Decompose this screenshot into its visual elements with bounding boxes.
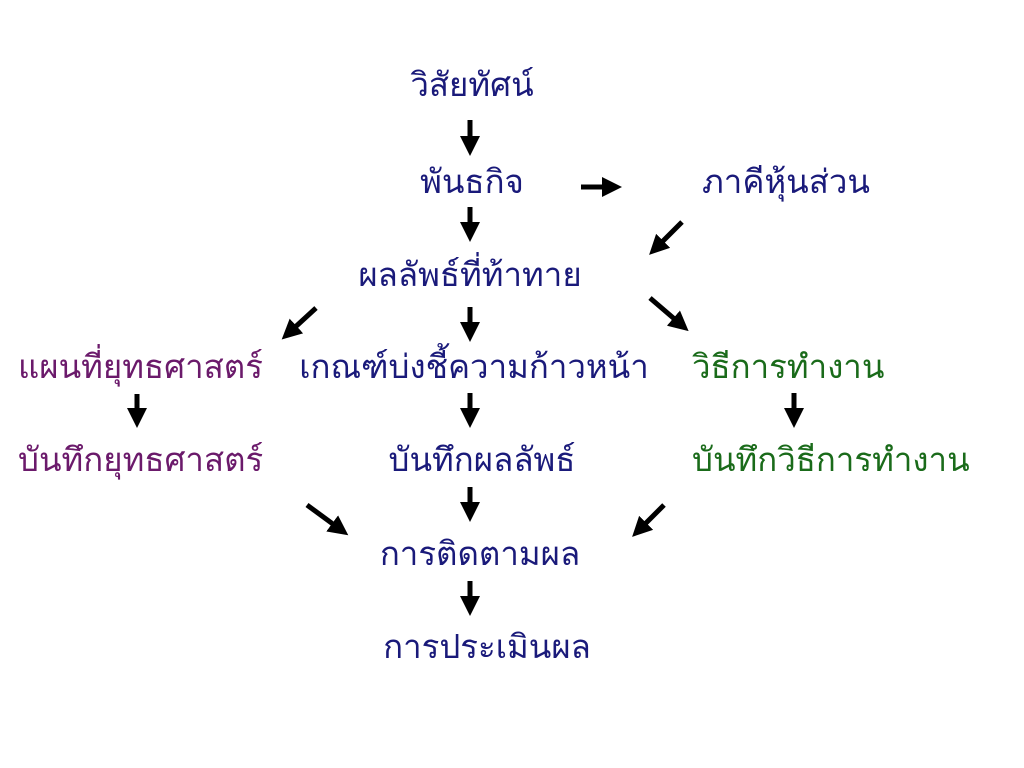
node-work-methods-journal: บันทึกวิธีการทำงาน: [692, 440, 970, 479]
node-outcome-journal: บันทึกผลลัพธ์: [388, 440, 576, 479]
node-progress-markers: เกณฑ์บ่งชี้ความก้าวหน้า: [299, 347, 649, 386]
arrow-partners-to-challenge: [649, 220, 684, 255]
node-strategy-journal: บันทึกยุทธศาสตร์: [18, 440, 264, 479]
arrow-challenge-to-strategy-map: [281, 306, 318, 340]
node-partners: ภาคีหุ้นส่วน: [702, 162, 870, 201]
node-monitoring: การติดตามผล: [379, 534, 581, 573]
arrow-work-journal-to-monitoring: [632, 503, 666, 537]
node-strategy-map: แผนที่ยุทธศาสตร์: [18, 347, 263, 386]
node-challenge-outcomes: ผลลัพธ์ที่ท้าทาย: [358, 255, 582, 294]
node-mission: พันธกิจ: [420, 162, 524, 201]
arrow-challenge-to-work-methods: [648, 296, 689, 332]
node-evaluation: การประเมินผล: [383, 627, 591, 666]
node-vision: วิสัยทัศน์: [410, 65, 534, 104]
node-work-methods: วิธีการทำงาน: [692, 347, 885, 386]
arrow-strategy-journal-to-monitoring: [305, 502, 349, 536]
